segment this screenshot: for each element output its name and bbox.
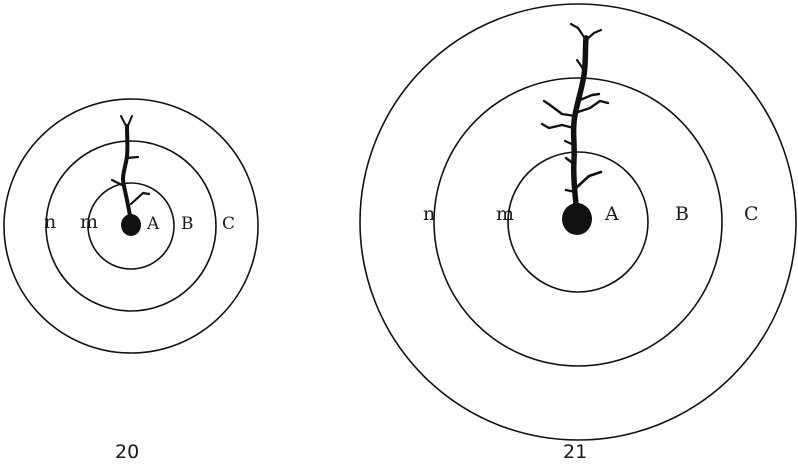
figure-20: n m A B C 20 [4,99,258,463]
figure-21-left-branch [544,101,575,116]
figure-20-label-C: C [222,214,235,234]
figure-20-label-A: A [146,214,160,234]
figure-20-cell-body [121,214,141,236]
figure-21-label-n: n [423,203,435,225]
figure-21-left-branch-lower [542,124,574,128]
figure-21-label-m: m [496,203,514,225]
figure-20-side-branch-right [131,193,149,204]
figure-21-right-branch [578,101,608,112]
figure-21-cell-body [562,203,592,235]
figure-21-lower-right-branch [576,172,601,188]
figure-20-label-n: n [44,211,56,233]
figure-20-label-m: m [80,211,98,233]
figure-21-label-A: A [604,203,619,225]
figure-20-number: 20 [115,441,139,463]
figure-21-nerve-cell [542,24,608,235]
figure-20-side-branch-upper [127,157,138,158]
figure-21-label-B: B [675,203,689,225]
figure-21-upper-right-branch [580,94,599,100]
figure-21-top-right-twig [586,30,601,40]
figure-20-nerve-cell [112,116,149,236]
figure-21-label-C: C [744,203,759,225]
figure-20-label-B: B [181,214,194,234]
figure-21: n m A B C 21 [360,4,796,463]
figure-20-left-twig [121,116,127,128]
figure-21-number: 21 [563,441,587,463]
figure-21-top-left-twig [571,24,586,40]
figure-20-right-twig [127,116,132,128]
